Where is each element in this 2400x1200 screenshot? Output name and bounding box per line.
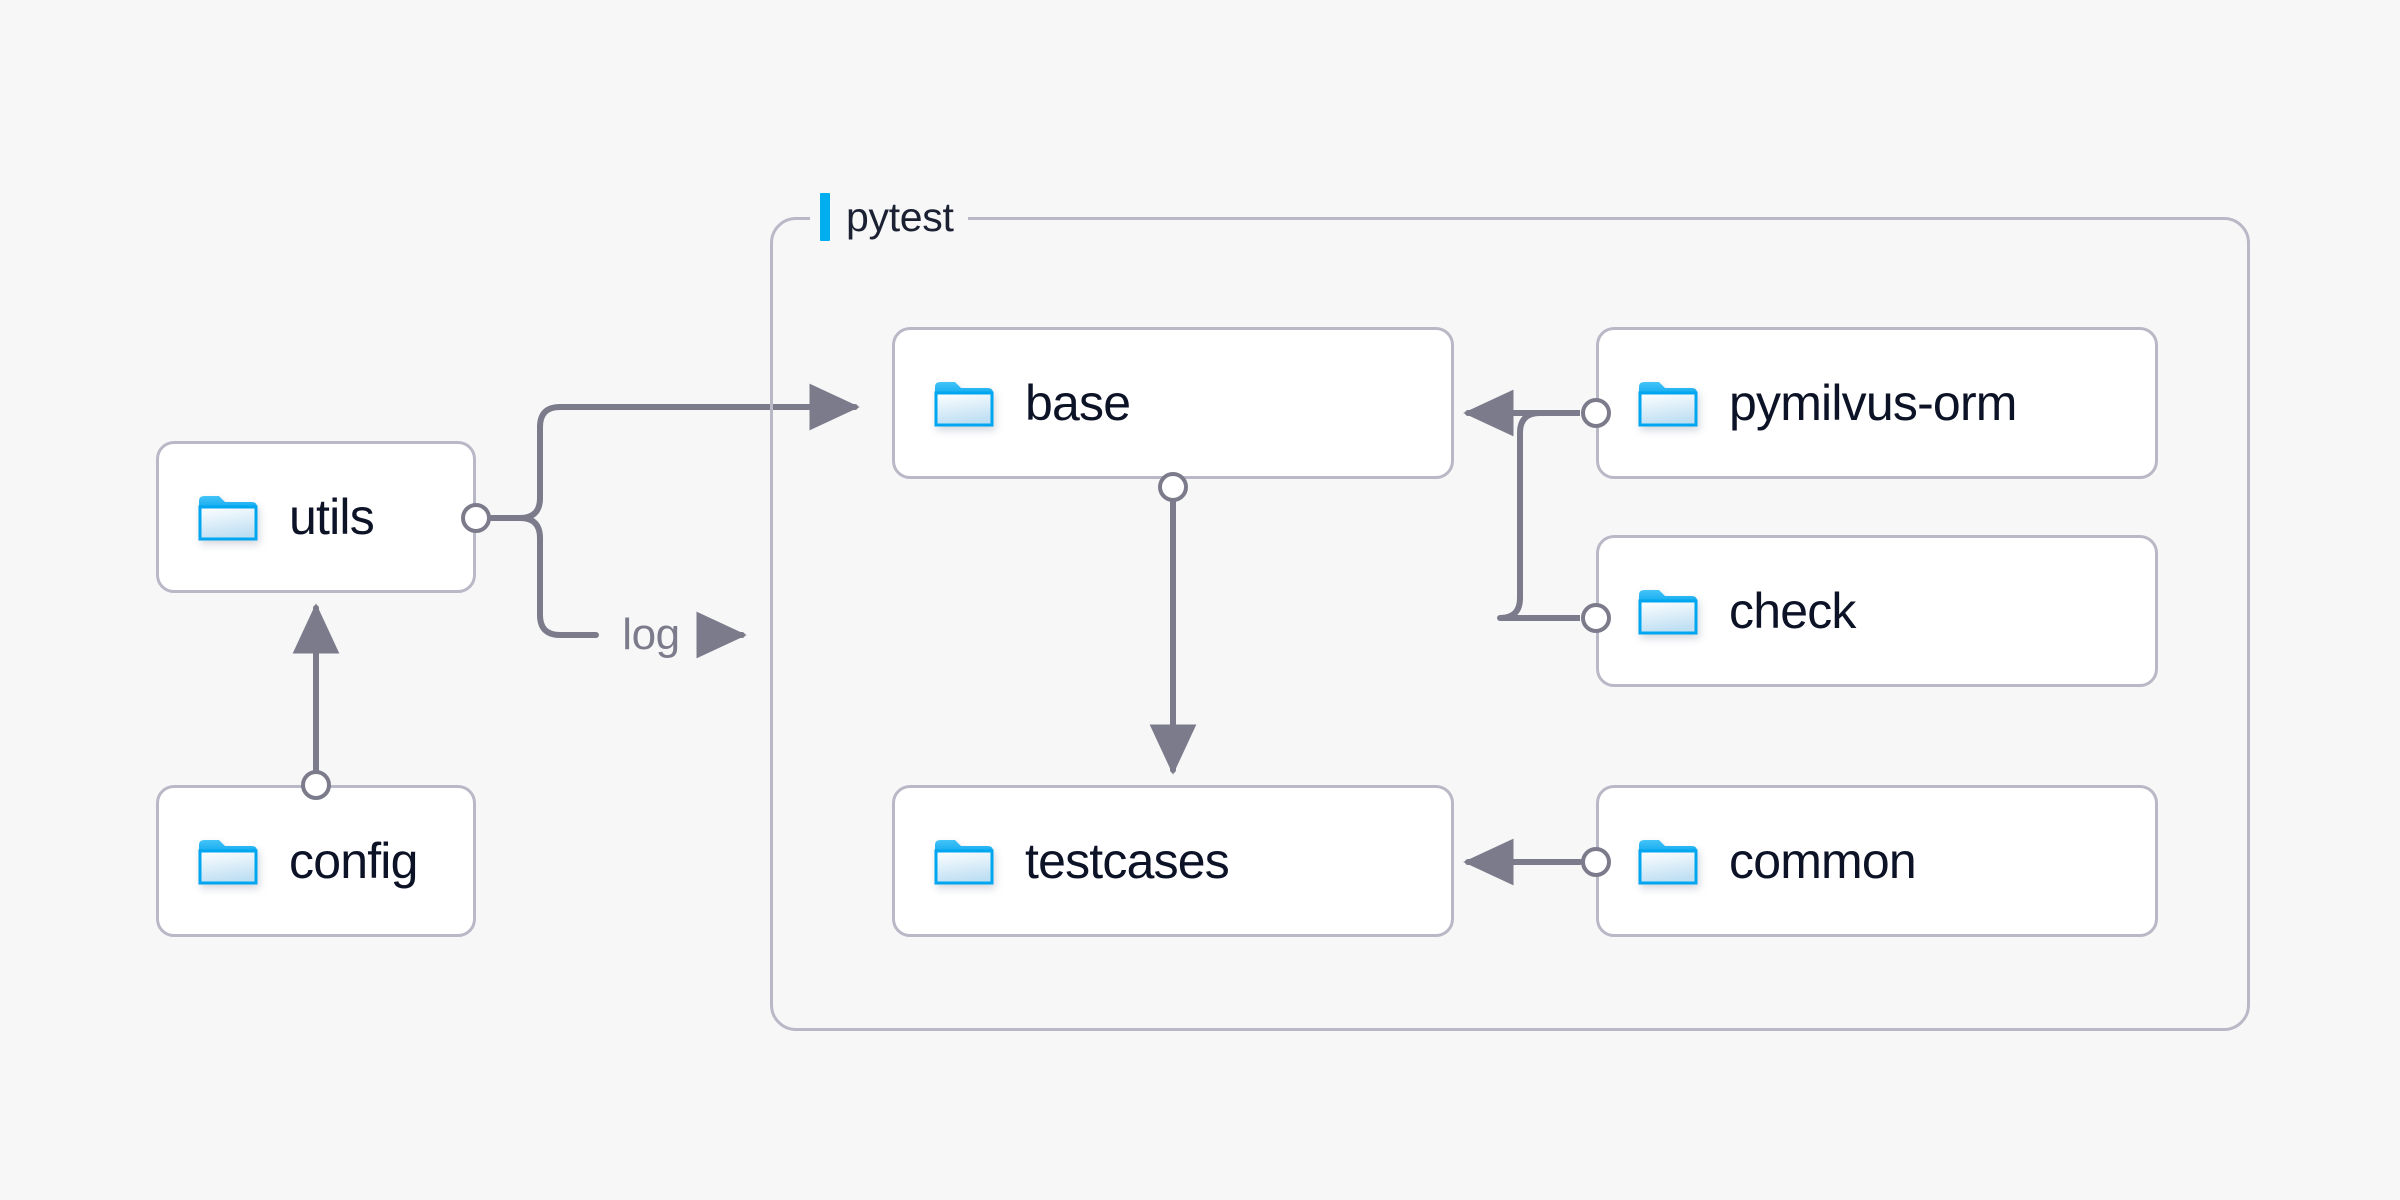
- node-testcases[interactable]: testcases: [892, 785, 1454, 937]
- node-label: config: [289, 833, 418, 889]
- node-common[interactable]: common: [1596, 785, 2158, 937]
- folder-icon: [933, 377, 995, 429]
- node-label: pymilvus-orm: [1729, 375, 2017, 431]
- port-utils-right[interactable]: [461, 503, 491, 533]
- folder-icon: [1637, 377, 1699, 429]
- port-pymilvus-left[interactable]: [1581, 398, 1611, 428]
- folder-icon: [197, 491, 259, 543]
- port-config-top[interactable]: [301, 770, 331, 800]
- node-label: utils: [289, 489, 375, 545]
- port-base-bottom[interactable]: [1158, 472, 1188, 502]
- node-pymilvus-orm[interactable]: pymilvus-orm: [1596, 327, 2158, 479]
- edge-label-log: log: [612, 613, 690, 657]
- folder-icon: [197, 835, 259, 887]
- port-check-left[interactable]: [1581, 603, 1611, 633]
- node-utils[interactable]: utils: [156, 441, 476, 593]
- node-config[interactable]: config: [156, 785, 476, 937]
- node-label: common: [1729, 833, 1917, 889]
- node-label: testcases: [1025, 833, 1230, 889]
- folder-icon: [933, 835, 995, 887]
- node-base[interactable]: base: [892, 327, 1454, 479]
- port-common-left[interactable]: [1581, 847, 1611, 877]
- folder-icon: [1637, 585, 1699, 637]
- group-accent-bar: [820, 193, 830, 241]
- folder-icon: [1637, 835, 1699, 887]
- node-label: check: [1729, 583, 1856, 639]
- edge-utils-to-log: [489, 515, 599, 638]
- node-label: base: [1025, 375, 1131, 431]
- group-pytest[interactable]: [770, 217, 2250, 1031]
- node-check[interactable]: check: [1596, 535, 2158, 687]
- group-pytest-label: pytest: [810, 189, 968, 245]
- group-pytest-title: pytest: [846, 193, 954, 240]
